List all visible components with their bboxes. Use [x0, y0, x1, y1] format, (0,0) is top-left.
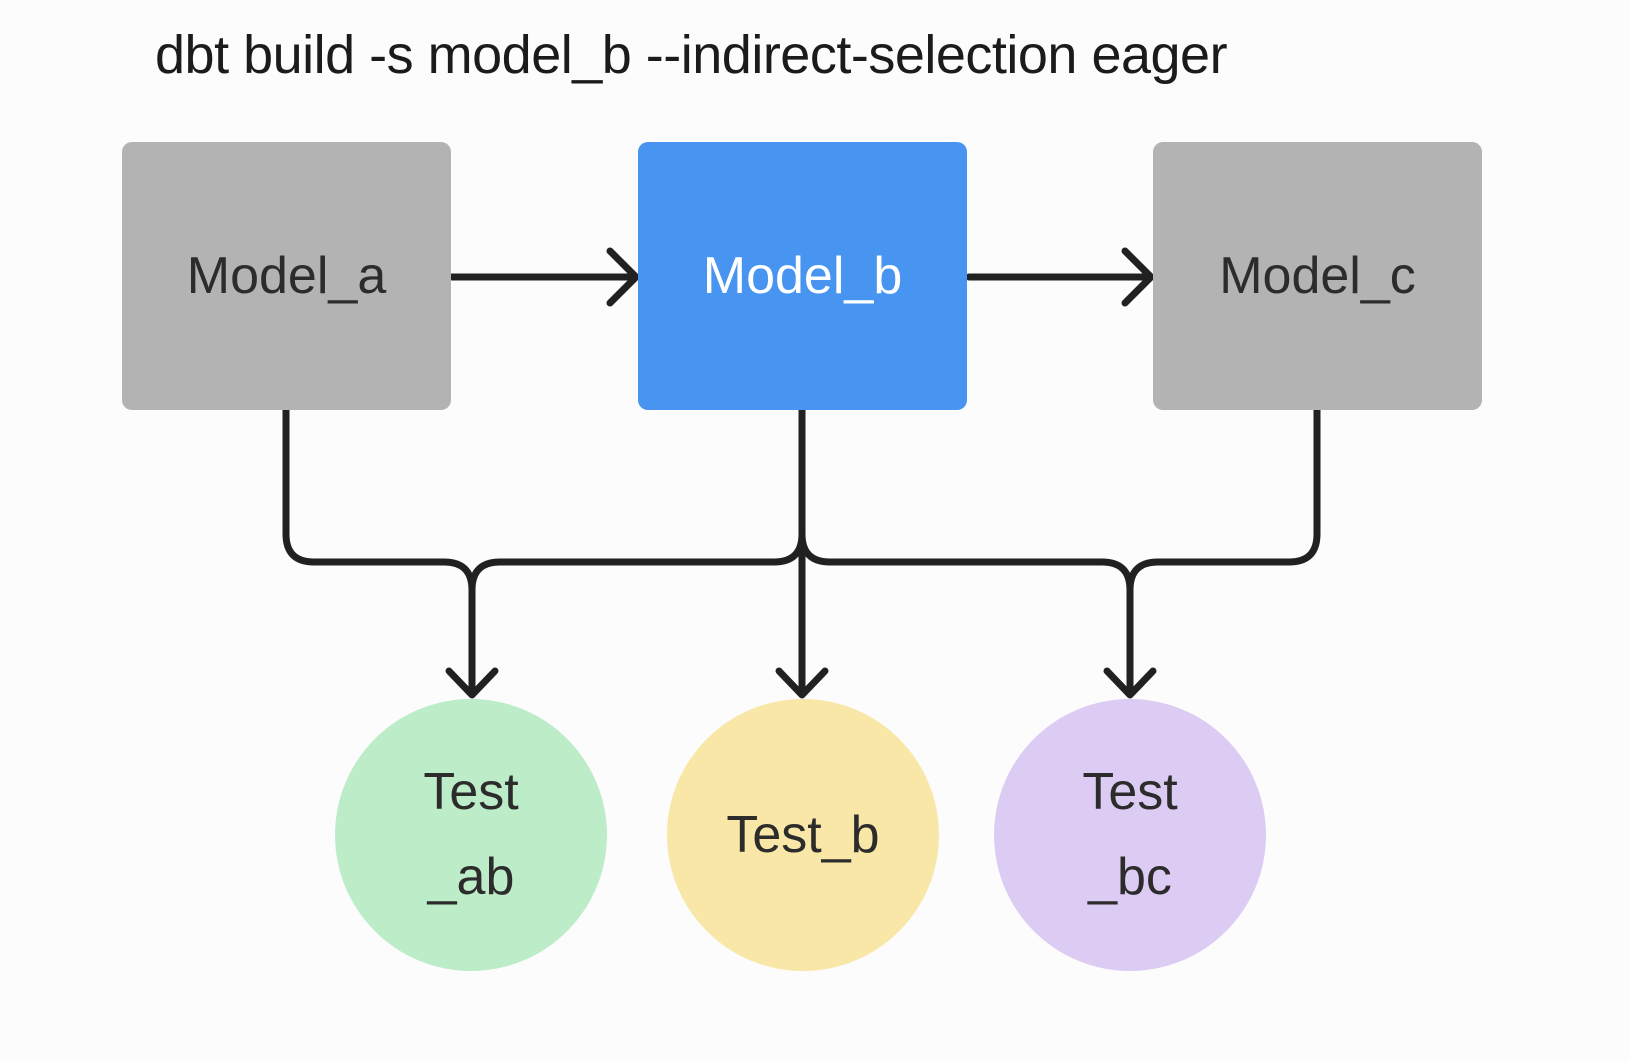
node-model-b: Model_b [638, 142, 967, 410]
node-model-a: Model_a [122, 142, 451, 410]
node-test-ab: Test _ab [335, 699, 607, 971]
node-label-line-2: _ab [427, 848, 515, 906]
edge-model-c-to-test-bc [1126, 406, 1321, 594]
node-label-line-1: Test_b [726, 805, 880, 864]
node-label: Model_c [1219, 247, 1416, 305]
edge-model-a-to-test-ab [282, 406, 476, 696]
node-label-line-1: Test [423, 763, 519, 821]
diagram-title: dbt build -s model_b --indirect-selectio… [155, 25, 1228, 85]
node-label: Model_a [186, 247, 387, 305]
arrowhead-test-bc-icon [1103, 667, 1157, 699]
node-label-line-2: _bc [1088, 848, 1172, 906]
arrowhead-test-b-icon [775, 667, 829, 699]
node-label-line-1: Test [1082, 763, 1178, 821]
arrowhead-model-b-icon [606, 247, 640, 307]
node-model-c: Model_c [1153, 142, 1482, 410]
edge-model-b-to-test-bc [798, 530, 1134, 696]
node-label: Model_b [702, 247, 903, 305]
arrowhead-test-ab-icon [445, 667, 499, 699]
arrowhead-model-c-icon [1121, 247, 1155, 307]
edge-model-b-to-test-ab [468, 406, 806, 594]
node-test-b: Test_b [667, 699, 939, 971]
node-test-bc: Test _bc [994, 699, 1266, 971]
